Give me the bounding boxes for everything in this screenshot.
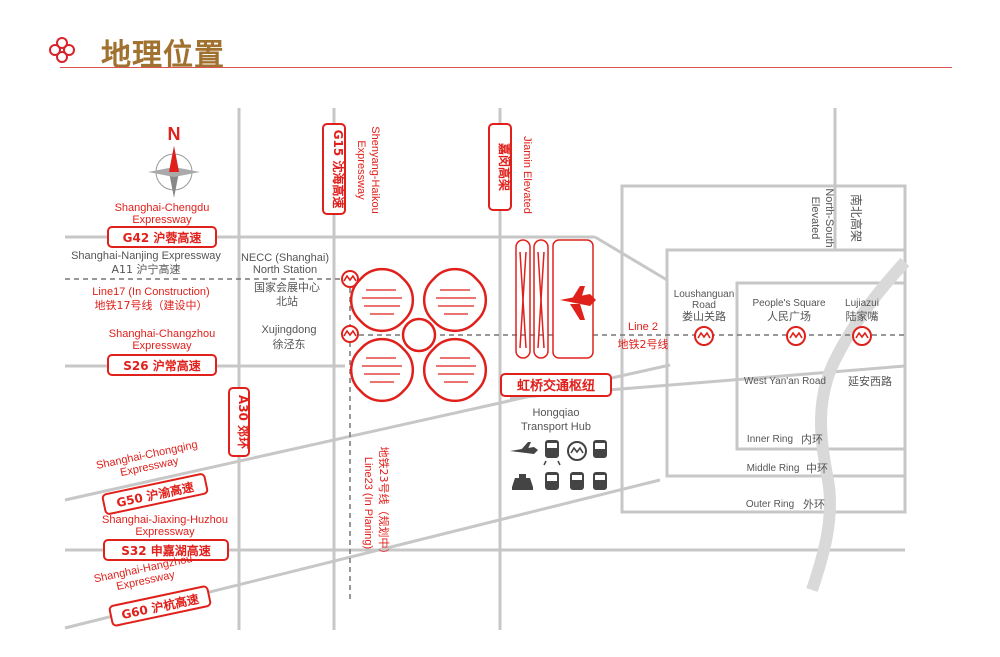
g42-label-en-2: Expressway [132, 214, 192, 226]
yanan-label-en: West Yan'an Road [744, 376, 826, 387]
g42-badge-frame [107, 226, 217, 248]
necc-label-en-1: NECC (Shanghai) [241, 252, 329, 264]
necc-labels: NECC (Shanghai) North Station 国家会展中心 北站 … [241, 252, 329, 351]
inner-ring-label-cn: 内环 [801, 432, 823, 446]
loushanguan-label-en-2: Road [692, 300, 716, 311]
necc-label-cn-1: 国家会展中心 [254, 280, 320, 294]
metro-station-peoples-square-icon [786, 326, 806, 346]
hub-name-en-2: Transport Hub [521, 421, 591, 433]
metro-icon [567, 441, 587, 461]
metro-station-necc-icon [341, 270, 359, 288]
g15-badge: G15 沈海高速 [322, 123, 346, 215]
metro-station-xujing-icon [341, 325, 359, 343]
a30-badge: A30 郊环 [228, 387, 251, 457]
coach-icon [545, 472, 559, 490]
transport-icons [510, 440, 607, 490]
line17-label-en: Line17 (In Construction) [92, 286, 209, 298]
s26-label-en-1: Shanghai-Changzhou [109, 328, 215, 340]
middle-ring-label-cn: 中环 [806, 462, 828, 475]
g15-badge-label: G15 沈海高速 [331, 130, 346, 209]
s32-badge: S32 申嘉湖高速 [103, 539, 229, 561]
s26-badge-frame [107, 354, 217, 376]
flower-logo-icon [49, 37, 75, 63]
peoples-square-label-en: People's Square [752, 298, 826, 309]
line2-label-en: Line 2 [628, 321, 658, 333]
necc-label-en-2: North Station [253, 264, 317, 276]
g60-badge: G60 沪杭高速 [108, 585, 212, 627]
compass-north-icon: N [148, 124, 200, 198]
yanan-label-cn: 延安西路 [848, 374, 892, 388]
peoples-square-label-cn: 人民广场 [767, 309, 811, 323]
middle-ring-label-en: Middle Ring [747, 463, 800, 474]
hongqiao-rail-tracks [515, 239, 549, 359]
north-south-label-cn: 南北高架 [849, 194, 864, 242]
hub-badge-frame [500, 373, 612, 397]
train-icon [543, 440, 561, 466]
airplane-icon [560, 286, 596, 320]
xujing-label-cn: 徐泾东 [273, 337, 306, 351]
north-south-label-en-1: North-South [823, 188, 835, 247]
a30-badge-label: A30 郊环 [236, 395, 251, 449]
s32-label-en-1: Shanghai-Jiaxing-Huzhou [102, 514, 228, 526]
g42-label-en-1: Shanghai-Chengdu [115, 202, 210, 214]
necc-clover-building-icon [349, 267, 488, 403]
compass-north-label: N [168, 124, 181, 144]
metro-station-loushanguan-icon [694, 326, 714, 346]
s26-label-en-2: Expressway [132, 340, 192, 352]
header-divider [60, 67, 952, 68]
inner-ring-label-en: Inner Ring [747, 434, 793, 445]
metro-station-markers [341, 270, 872, 346]
jiamin-badge-label: 嘉闵高架 [497, 142, 512, 191]
outer-ring-label-en: Outer Ring [746, 499, 794, 510]
a11-label-cn: A11 沪宁高速 [111, 262, 180, 276]
a11-label-en: Shanghai-Nanjing Expressway [71, 250, 221, 262]
left-labels: Shanghai-Chengdu Expressway G42 沪蓉高速 Sha… [71, 202, 221, 376]
loushanguan-label-cn: 娄山关路 [682, 309, 726, 323]
loushanguan-label-en-1: Loushanguan [674, 289, 735, 300]
ring-labels: West Yan'an Road 延安西路 Inner Ring 内环 Midd… [744, 374, 892, 511]
huangpu-river [806, 257, 910, 592]
taxi-icon [512, 474, 533, 490]
north-south-label-en-2: Elevated [809, 197, 821, 240]
metro-lines [65, 278, 905, 600]
page-header: 地理位置 [0, 0, 1000, 75]
rail-icon [593, 472, 607, 490]
s32-badge-label: S32 申嘉湖高速 [121, 543, 211, 558]
g42-badge-label: G42 沪蓉高速 [123, 230, 202, 245]
hub-name-en-1: Hongqiao [532, 407, 579, 419]
tram-icon [570, 472, 584, 490]
hub-badge-label: 虹桥交通枢纽 [517, 378, 595, 394]
bus-icon [593, 440, 607, 458]
lujiazui-label-cn: 陆家嘴 [846, 309, 879, 323]
s32-label-en-2: Expressway [135, 526, 195, 538]
s26-badge-label: S26 沪常高速 [123, 358, 201, 373]
jiamin-label-en: Jiamin Elevated [521, 136, 533, 214]
necc-label-cn-2: 北站 [276, 294, 298, 308]
road-yanan-link [594, 235, 668, 282]
necc-clover-hatching [362, 289, 476, 383]
xujing-label-en: Xujingdong [261, 324, 316, 336]
airplane-small-icon [510, 442, 538, 454]
line2-label-cn: 地铁2号线 [618, 337, 669, 351]
metro-station-lujiazui-icon [852, 326, 872, 346]
station-labels: Loushanguan Road 娄山关路 People's Square 人民… [674, 289, 879, 323]
g15-label-en-2: Expressway [355, 140, 367, 200]
lujiazui-label-en: Lujiazui [845, 298, 879, 309]
line23-label-en: Line23 (In Planing) [362, 457, 374, 549]
line17-label-cn: 地铁17号线（建设中） [95, 298, 208, 312]
jiamin-badge: 嘉闵高架 [488, 123, 512, 211]
outer-ring-label-cn: 外环 [803, 498, 825, 511]
g15-label-en-1: Shenyang-Haikou [369, 126, 381, 213]
line23-label-cn: 地铁23号线（规划中） [377, 447, 391, 560]
